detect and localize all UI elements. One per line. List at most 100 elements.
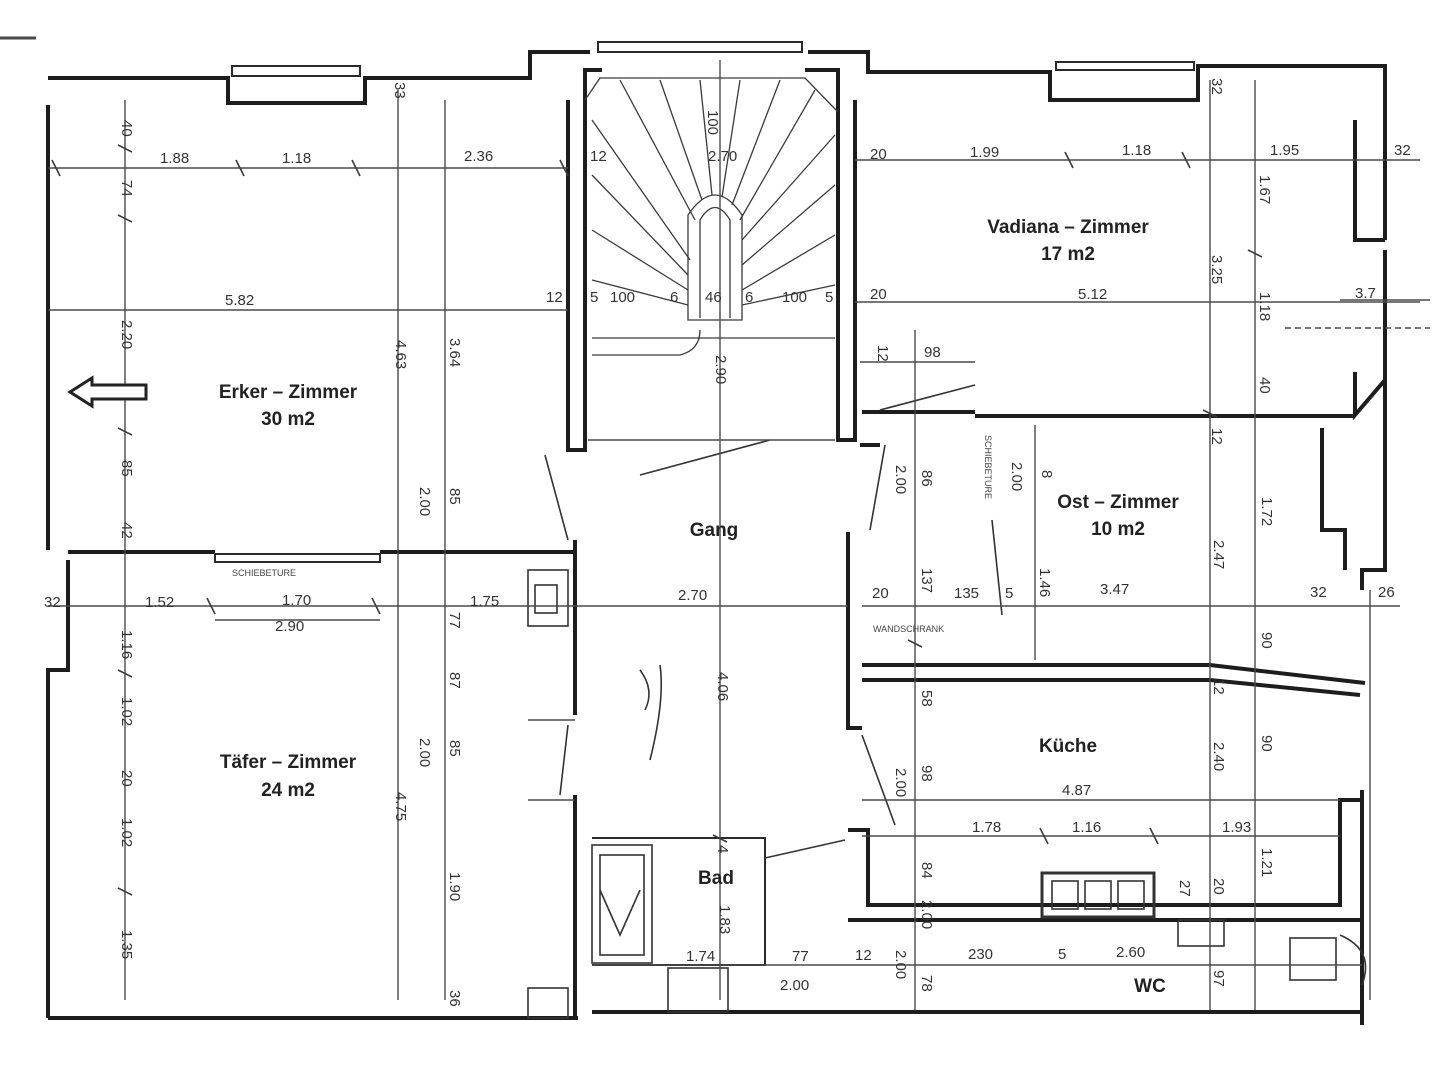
dim-label: 2.60 (1116, 944, 1145, 961)
dimension-ticks (51, 144, 1263, 896)
dim-label: 97 (1210, 970, 1227, 987)
dim-label: 5.12 (1078, 286, 1107, 303)
dim-label: 78 (918, 975, 935, 992)
spiral-staircase (584, 77, 839, 356)
dim-label: 20 (872, 585, 889, 602)
dim-label: 12 (874, 345, 891, 362)
annotations: SCHIEBETURE SCHIEBETURE WANDSCHRANK (232, 435, 993, 634)
dim-label: 36 (446, 990, 463, 1007)
dim-label: 5.82 (225, 292, 254, 309)
room-name-ost: Ost – Zimmer (1057, 492, 1179, 513)
dim-label: 1.75 (470, 593, 499, 610)
dim-label: 2.00 (416, 738, 433, 767)
dim-label: 5 (1005, 585, 1013, 602)
dim-label: 5 (1058, 946, 1066, 963)
dim-label: 12 (1208, 428, 1225, 445)
dim-label: 1.74 (686, 948, 715, 965)
dim-label: 26 (1378, 584, 1395, 601)
dim-label: 98 (924, 344, 941, 361)
room-name-vadiana: Vadiana – Zimmer (987, 217, 1149, 238)
dim-label: 1.18 (1256, 292, 1273, 321)
dim-label: 74 (118, 180, 135, 197)
dim-label: 4.06 (714, 672, 731, 701)
dim-label: 1.67 (1256, 175, 1273, 204)
dim-label: 85 (446, 488, 463, 505)
dim-label: 100 (704, 110, 721, 135)
dim-label: 1.46 (1036, 568, 1053, 597)
dim-label: 27 (1176, 880, 1193, 897)
dim-label: 1.02 (118, 697, 135, 726)
dim-label: 86 (918, 470, 935, 487)
dim-label: 42 (118, 522, 135, 539)
dim-label: 87 (446, 672, 463, 689)
dim-label: 1.78 (972, 819, 1001, 836)
dim-label: 1.70 (282, 592, 311, 609)
dim-label: 1.83 (716, 905, 733, 934)
dimension-labels: 1.88 1.18 2.36 12 2.70 20 1.99 1.18 1.95… (44, 142, 1411, 994)
dim-label: 4.63 (392, 340, 409, 369)
stove-burners-icon (1040, 871, 1156, 919)
dim-label: 2.00 (416, 487, 433, 516)
dimension-labels-vertical: 40 74 2.20 85 42 1.16 1.02 20 1.02 1.35 … (118, 78, 1275, 1007)
dim-label: 1.95 (1270, 142, 1299, 159)
dim-label: 1.52 (145, 594, 174, 611)
dim-label: 1.88 (160, 150, 189, 167)
dim-label: 3.64 (446, 338, 463, 367)
room-name-taefer: Täfer – Zimmer (220, 752, 357, 773)
dim-label: 3.25 (1208, 255, 1225, 284)
dim-label: 1.02 (118, 818, 135, 847)
dim-label: 5 (825, 289, 833, 306)
dim-label: 2.70 (678, 587, 707, 604)
dim-label: 2.90 (712, 355, 729, 384)
dim-label: 1.72 (1258, 497, 1275, 526)
room-name-kueche: Küche (1039, 736, 1097, 757)
dim-label: 100 (610, 289, 635, 306)
dim-label: 12 (546, 289, 563, 306)
left-arrow-icon (67, 375, 148, 409)
dim-label: 4.87 (1062, 782, 1091, 799)
room-area-erker: 30 m2 (261, 409, 315, 430)
dim-label: 4.75 (392, 792, 409, 821)
dim-label: 137 (918, 568, 935, 593)
dimension-lines (48, 60, 1430, 1010)
dim-label: 32 (44, 594, 61, 611)
dim-label: 2.00 (892, 465, 909, 494)
dim-label: 40 (1256, 377, 1273, 394)
room-area-taefer: 24 m2 (261, 780, 315, 801)
dim-label: 1.90 (446, 872, 463, 901)
label-wandschrank: WANDSCHRANK (873, 624, 944, 634)
dim-label: 58 (918, 690, 935, 707)
fixtures (591, 844, 1367, 1013)
dim-label: 12 (590, 148, 607, 165)
interior-walls (68, 68, 1387, 1019)
dim-label: 77 (792, 948, 809, 965)
dim-label: 84 (918, 862, 935, 879)
room-name-wc: WC (1134, 976, 1166, 997)
room-name-erker: Erker – Zimmer (219, 382, 358, 403)
dim-label: 1.99 (970, 144, 999, 161)
dim-label: 12 (1210, 678, 1227, 695)
dim-label: 135 (954, 585, 979, 602)
dim-label: 2.90 (275, 618, 304, 635)
dim-label: 85 (446, 740, 463, 757)
room-area-ost: 10 m2 (1091, 519, 1145, 540)
dim-label: 1.93 (1222, 819, 1251, 836)
dim-label: 32 (1208, 78, 1225, 95)
label-schiebeture-vertical: SCHIEBETURE (983, 435, 993, 499)
dim-label: 98 (918, 765, 935, 782)
dim-label: 2.40 (1210, 742, 1227, 771)
dim-label: 32 (1394, 142, 1411, 159)
dim-label: 2.00 (918, 900, 935, 929)
dim-label: 33 (391, 82, 408, 99)
dim-label: 4 (714, 845, 731, 853)
dim-label: 2.36 (464, 148, 493, 165)
room-area-vadiana: 17 m2 (1041, 244, 1095, 265)
dim-label: 90 (1258, 735, 1275, 752)
dim-label: 1.18 (282, 150, 311, 167)
dim-label: 32 (1310, 584, 1327, 601)
dim-label: 5 (590, 289, 598, 306)
dim-label: 85 (118, 460, 135, 477)
dim-label: 8 (1038, 470, 1055, 478)
dim-label: 3.47 (1100, 581, 1129, 598)
